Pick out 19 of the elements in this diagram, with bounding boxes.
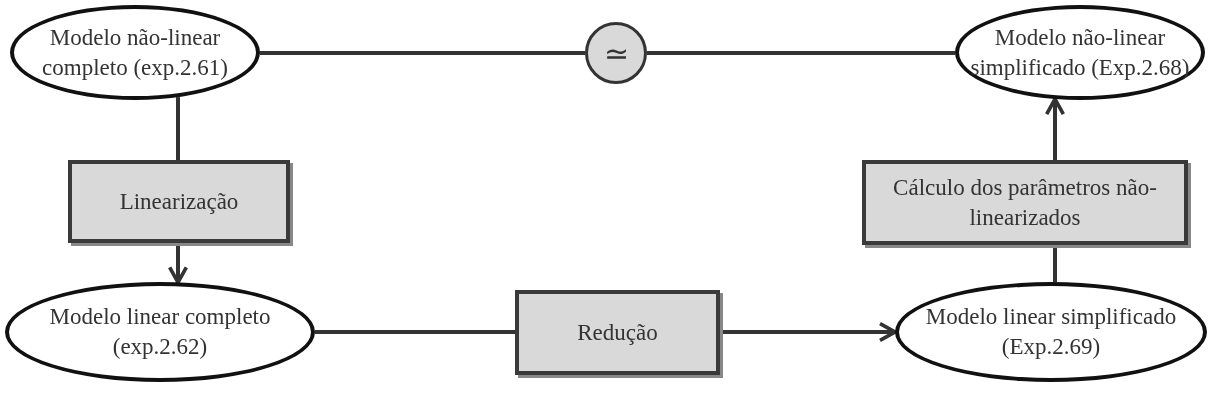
process-box <box>862 160 1188 245</box>
connector-line <box>720 321 897 343</box>
connector-line <box>260 51 585 55</box>
node-label: Modelo não-linear completo (exp.2.61) <box>41 23 229 82</box>
connector-line <box>315 330 515 334</box>
connector-line <box>176 97 180 160</box>
connector-line <box>1044 97 1066 160</box>
node-label: ≃ <box>602 35 630 72</box>
node-label: Modelo linear completo (exp.2.62) <box>48 303 272 361</box>
node-label: Modelo linear simplificado (Exp.2.69) <box>924 303 1178 361</box>
connector-line <box>1053 245 1057 282</box>
connector-line <box>167 243 189 285</box>
process-box <box>515 290 720 375</box>
node-label: Linearização <box>118 187 240 216</box>
process-box <box>68 160 290 243</box>
node-label: Cálculo dos parâmetros não-linearizados <box>892 173 1158 232</box>
connector-line <box>647 51 955 55</box>
node-label: Redução <box>576 318 659 347</box>
node-label: Modelo não-linear simplificado (Exp.2.68) <box>969 23 1191 82</box>
